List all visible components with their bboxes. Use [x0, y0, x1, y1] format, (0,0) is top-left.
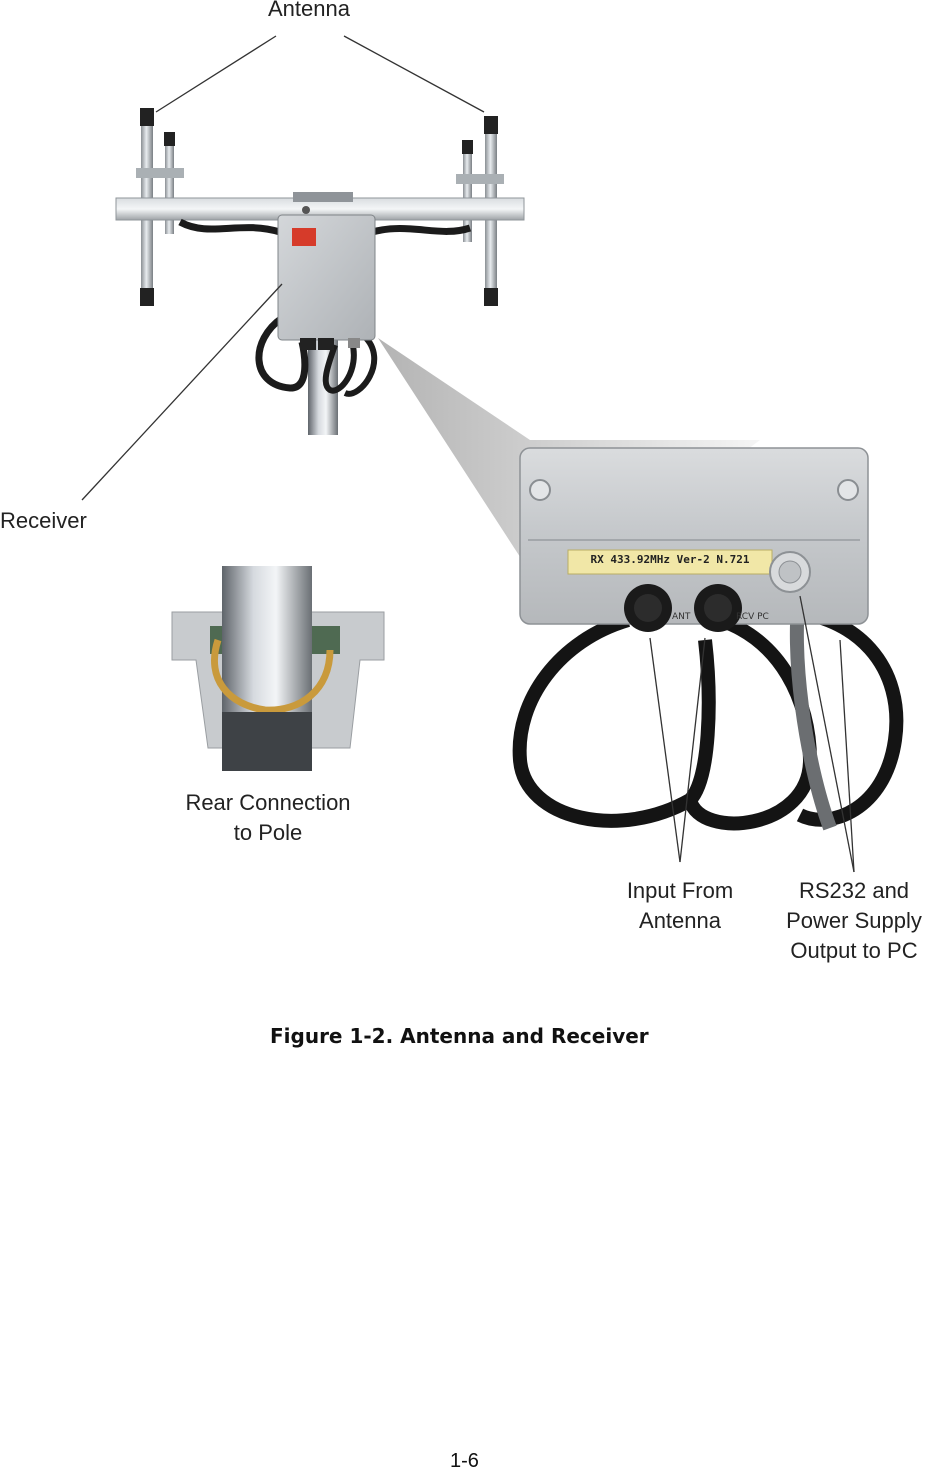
- label-antenna: Antenna: [268, 0, 350, 21]
- label-rs232-line3: Output to PC: [790, 938, 918, 963]
- port-label-pc: RCV PC: [736, 612, 769, 622]
- label-input-from-antenna: Input From Antenna: [610, 876, 750, 936]
- receiver-box-large: [519, 447, 869, 625]
- left-antenna-element-short: [165, 138, 174, 234]
- receiver-closeup: [512, 447, 904, 831]
- label-rear-connection-line1: Rear Connection: [185, 790, 351, 815]
- page-number: 1-6: [450, 1450, 479, 1472]
- label-receiver: Receiver: [0, 508, 87, 533]
- screw: [837, 479, 859, 501]
- label-rear-connection: Rear Connection to Pole: [160, 788, 376, 848]
- label-input-line2: Antenna: [639, 908, 721, 933]
- screw: [529, 479, 551, 501]
- figure-caption: Figure 1-2. Antenna and Receiver: [270, 1024, 649, 1048]
- label-rs232: RS232 and Power Supply Output to PC: [776, 876, 932, 966]
- leader-antenna-right: [343, 35, 485, 113]
- leader-antenna-left: [155, 35, 277, 113]
- warning-sticker: [292, 228, 316, 246]
- label-input-line1: Input From: [626, 878, 734, 903]
- antenna-assembly: [115, 108, 525, 435]
- leader-input-1: [649, 637, 681, 863]
- rear-connection-photo: [171, 566, 385, 771]
- right-antenna-element-short: [463, 146, 472, 242]
- label-rear-connection-line2: to Pole: [233, 820, 303, 845]
- label-rs232-line2: Power Supply: [786, 908, 922, 933]
- leader-rs232-2: [799, 595, 855, 873]
- leader-rs232-1: [839, 639, 855, 873]
- device-label: RX 433.92MHz Ver-2 N.721: [590, 553, 750, 566]
- leader-receiver: [81, 283, 283, 501]
- port-label-ant: ANT: [672, 612, 691, 622]
- leader-input-2: [679, 637, 706, 863]
- label-rs232-line1: RS232 and: [798, 878, 910, 903]
